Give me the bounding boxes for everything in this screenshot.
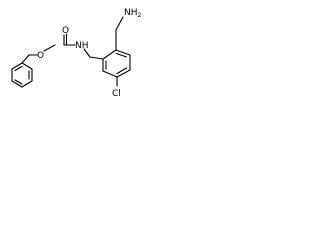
bond [11, 80, 23, 88]
bond [102, 49, 117, 60]
aminomethyl-group [115, 16, 124, 51]
chlorophenyl-ring [102, 49, 131, 78]
bond [21, 80, 33, 88]
bond [83, 48, 91, 58]
bond [115, 49, 131, 56]
ester-oxygen-label: O [37, 51, 44, 61]
structure-diagram: NH2 O O NH Cl [0, 0, 167, 111]
amine-label: NH2 [124, 8, 142, 19]
bond-double-inner [116, 67, 128, 75]
bond-double-inner [115, 52, 128, 58]
bond [11, 62, 23, 70]
carbonyl-oxygen-label: O [62, 26, 69, 36]
bond [21, 54, 30, 64]
carbamate-chain [21, 33, 104, 64]
bond [21, 62, 33, 70]
chlorine-label: Cl [112, 89, 121, 99]
bond [115, 16, 124, 31]
bond [43, 44, 56, 52]
benzyl-ring [11, 62, 33, 88]
bond-double-inner [14, 79, 23, 85]
bond [89, 56, 104, 60]
bond [116, 69, 131, 78]
carbamate-nitrogen-label: NH [75, 41, 89, 51]
molecule-drawing: NH2 O O NH Cl [11, 8, 142, 99]
bond [102, 70, 118, 78]
bond-double-inner [14, 65, 23, 72]
